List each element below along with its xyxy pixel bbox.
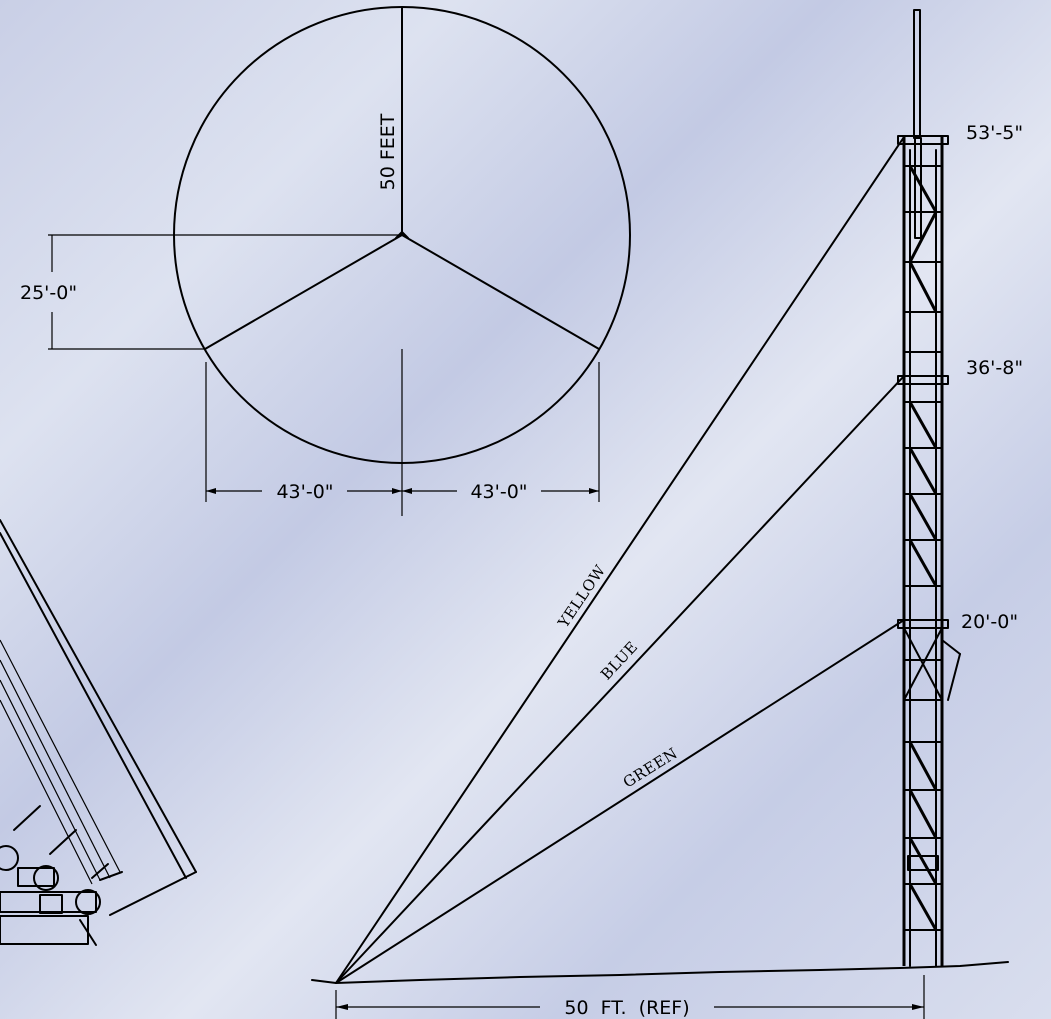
half-chord-right-label: 43'-0"	[470, 481, 527, 503]
tower-center-mark	[395, 231, 409, 239]
guy-wire-yellow-label: YELLOW	[554, 561, 610, 631]
base-distance-label: 50 FT. (REF)	[564, 997, 689, 1019]
guy-wire-blue-label: BLUE	[597, 638, 641, 684]
plan-view: 50 FEET 25'-0" 43'-0" 43'-0"	[20, 6, 631, 516]
height-label-bottom: 20'-0"	[961, 611, 1018, 633]
chord-arrow-center-l	[392, 488, 402, 494]
chord-arrow-right	[589, 488, 599, 494]
guy-wire-green	[335, 619, 905, 984]
hydraulic-cylinder-2	[33, 865, 59, 891]
guy-wire-yellow	[335, 136, 905, 984]
equipment-box	[0, 915, 89, 945]
ground-line	[311, 961, 1009, 984]
radius-dimension-label: 50 FEET	[377, 113, 399, 190]
base-arrow-right	[912, 1004, 924, 1010]
hydraulic-cylinder-1	[0, 845, 19, 871]
trailer-equipment	[0, 519, 197, 946]
half-chord-left-label: 43'-0"	[276, 481, 333, 503]
radius-line-left	[204, 234, 403, 350]
chord-arrow-left	[206, 488, 216, 494]
radius-line-right	[401, 234, 600, 350]
mast-tower	[897, 9, 961, 967]
offset-dimension-label: 25'-0"	[20, 282, 77, 304]
base-arrow-left	[336, 1004, 348, 1010]
chord-arrow-center-r	[402, 488, 412, 494]
elevation-view: YELLOW BLUE GREEN	[311, 9, 1023, 1019]
hydraulic-cylinder-3	[75, 889, 101, 915]
antenna-pole	[913, 9, 921, 139]
height-label-middle: 36'-8"	[966, 357, 1023, 379]
height-label-top: 53'-5"	[966, 122, 1023, 144]
guy-wire-blue	[335, 375, 905, 984]
